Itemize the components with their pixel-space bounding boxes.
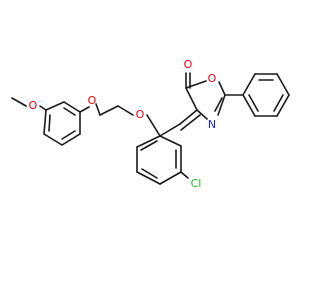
bond xyxy=(180,171,189,179)
bond xyxy=(159,171,182,185)
methoxy-oxygen-label: O xyxy=(29,99,38,112)
bond xyxy=(136,135,161,148)
bond-double xyxy=(63,107,76,116)
bond xyxy=(146,114,161,137)
ring-oxygen-label: O xyxy=(208,72,217,85)
bond xyxy=(63,101,81,113)
bond xyxy=(185,80,207,89)
bond xyxy=(276,73,290,96)
ethylene-linker xyxy=(79,103,134,116)
bond xyxy=(217,94,226,116)
bond xyxy=(196,109,208,120)
bond xyxy=(95,103,101,116)
bond xyxy=(117,105,134,116)
bond-double xyxy=(61,130,76,140)
bond-double xyxy=(248,94,259,112)
ether-oxygen-label: O xyxy=(136,108,145,121)
bond-double xyxy=(140,140,158,151)
bond-double xyxy=(141,168,158,179)
bond xyxy=(61,133,81,146)
bond xyxy=(242,73,256,96)
structure-diagram: O O O O O N Cl xyxy=(11,58,290,190)
carbonyl-oxygen-label: O xyxy=(184,58,193,71)
bond xyxy=(99,105,119,116)
bond xyxy=(79,106,90,113)
bond xyxy=(136,171,161,185)
bond xyxy=(43,109,47,135)
bond-double xyxy=(273,94,284,112)
bond xyxy=(276,94,290,117)
bond xyxy=(179,109,198,125)
bond xyxy=(39,105,47,111)
ether-oxygen-label: O xyxy=(88,94,97,107)
bond-double xyxy=(180,114,201,131)
phenyl-ring xyxy=(224,73,290,117)
chlorine-label: Cl xyxy=(191,177,202,190)
bond xyxy=(159,135,182,147)
bond xyxy=(159,123,181,137)
bond xyxy=(242,94,256,117)
bond xyxy=(43,133,63,146)
ring-nitrogen-label: N xyxy=(208,118,216,131)
bond xyxy=(185,87,198,111)
bond-double xyxy=(214,97,223,112)
oxazolone-ring xyxy=(159,72,226,137)
bond xyxy=(11,97,27,107)
methoxyphenyl-group xyxy=(11,97,81,146)
bond xyxy=(45,101,65,111)
chlorophenyl-ring xyxy=(136,114,189,185)
bond-double xyxy=(48,114,51,132)
bond xyxy=(218,81,226,96)
molecule-canvas: O O O O O N Cl xyxy=(11,58,290,190)
